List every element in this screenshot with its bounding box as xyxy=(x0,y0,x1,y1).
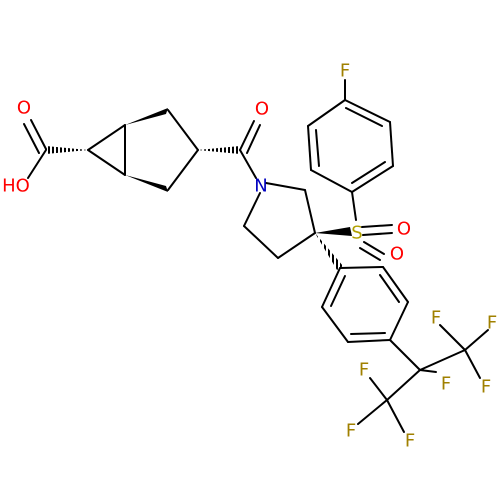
fluorophenyl-ring xyxy=(307,79,394,193)
bond-cf3b-f1 xyxy=(369,377,388,401)
bond-ar-1 xyxy=(339,266,384,269)
atom-oh-acid: HO xyxy=(2,176,30,197)
atom-f-d: F xyxy=(441,374,451,395)
bond-pyr-4 xyxy=(243,225,279,259)
bond-fp-6 xyxy=(310,169,353,193)
bond-fp-3 xyxy=(344,99,391,123)
amide-fragment xyxy=(239,120,261,179)
bond-cf3b-f2 xyxy=(357,399,388,425)
bond-pyr-5 xyxy=(243,192,261,227)
bond-cpn-2 xyxy=(167,149,199,191)
bond-fp-inner-1 xyxy=(351,161,386,184)
bond-fp-5 xyxy=(307,125,312,171)
atom-o-acid: O xyxy=(17,98,31,119)
atom-f-para: F xyxy=(340,61,350,82)
atom-s-sulfonyl: S xyxy=(351,223,362,244)
bond-cp-2 xyxy=(87,149,126,176)
atom-labels: O HO O N S O O F F F F F F F F xyxy=(2,61,497,452)
atom-f-e: F xyxy=(359,360,369,381)
bond-ar-6 xyxy=(321,267,341,308)
bond-cf3a-f1 xyxy=(439,324,466,351)
bond-cf3a-f3 xyxy=(464,349,481,379)
hashed-bond-acid xyxy=(46,146,88,154)
atom-f-g: F xyxy=(405,431,415,452)
wedge-bond-sulfonyl xyxy=(315,227,352,236)
bond-ar-cq xyxy=(389,339,421,371)
bond-cpn-1 xyxy=(167,109,199,151)
atom-f-f: F xyxy=(346,421,356,442)
bond-amide-co-1 xyxy=(239,120,255,151)
bond-cf3a-f2 xyxy=(464,329,489,351)
bond-pyr-3 xyxy=(277,232,316,259)
atom-o-sulfonyl-1: O xyxy=(397,219,411,240)
bond-pyr-1 xyxy=(265,182,306,191)
aryl-perfluoro-ring xyxy=(321,266,421,371)
bond-amide-co-2 xyxy=(246,124,261,154)
atom-o-amide: O xyxy=(255,99,269,120)
bond-cp-1 xyxy=(87,124,126,151)
atom-f-a: F xyxy=(431,308,441,329)
bond-ar-inner-1 xyxy=(379,274,400,303)
bond-fp-1 xyxy=(351,165,394,193)
bond-acid-coh xyxy=(27,149,47,179)
bond-so-2b xyxy=(359,247,381,261)
pyrrolidine-ring xyxy=(243,182,352,270)
bond-pyr-2 xyxy=(304,189,316,234)
bond-ar-2 xyxy=(382,266,409,303)
bond-amide-cn xyxy=(239,149,257,179)
atom-n-pyrrolidine: N xyxy=(254,176,267,197)
bond-ar-3 xyxy=(389,301,409,341)
bond-cq-cf3a xyxy=(419,349,466,371)
hashed-bond-aryl xyxy=(315,233,343,270)
bond-acid-co-2 xyxy=(23,123,40,154)
bond-ar-inner-3 xyxy=(330,275,346,307)
bond-fp-4 xyxy=(307,99,346,127)
bond-cq-f xyxy=(419,369,437,373)
bond-ar-5 xyxy=(321,306,349,343)
atom-f-c: F xyxy=(481,377,491,398)
bond-fp-inner-2 xyxy=(345,107,383,127)
sulfonyl-group xyxy=(351,191,393,261)
bond-ar-inner-2 xyxy=(350,332,386,335)
bond-fp-2 xyxy=(389,121,394,167)
bond-fp-inner-3 xyxy=(315,129,320,167)
bond-acid-co-1 xyxy=(30,119,47,150)
bicyclohexane-fragment xyxy=(23,108,240,192)
hashed-bond-amide xyxy=(198,146,240,154)
bond-cq-cf3b xyxy=(386,369,421,401)
bond-so-1a xyxy=(361,224,393,228)
bond-cf3b-f3 xyxy=(386,399,405,433)
wedge-bond-bottom xyxy=(125,175,168,192)
bond-so-2a xyxy=(363,241,385,255)
bond-so-1b xyxy=(362,232,393,236)
bond-s-aryl xyxy=(351,191,357,221)
perfluoroisopropyl xyxy=(357,324,489,433)
bond-ar-4 xyxy=(347,339,391,343)
atom-o-sulfonyl-2: O xyxy=(390,244,404,265)
wedge-bond-top xyxy=(125,108,168,125)
atom-f-b: F xyxy=(487,313,497,334)
